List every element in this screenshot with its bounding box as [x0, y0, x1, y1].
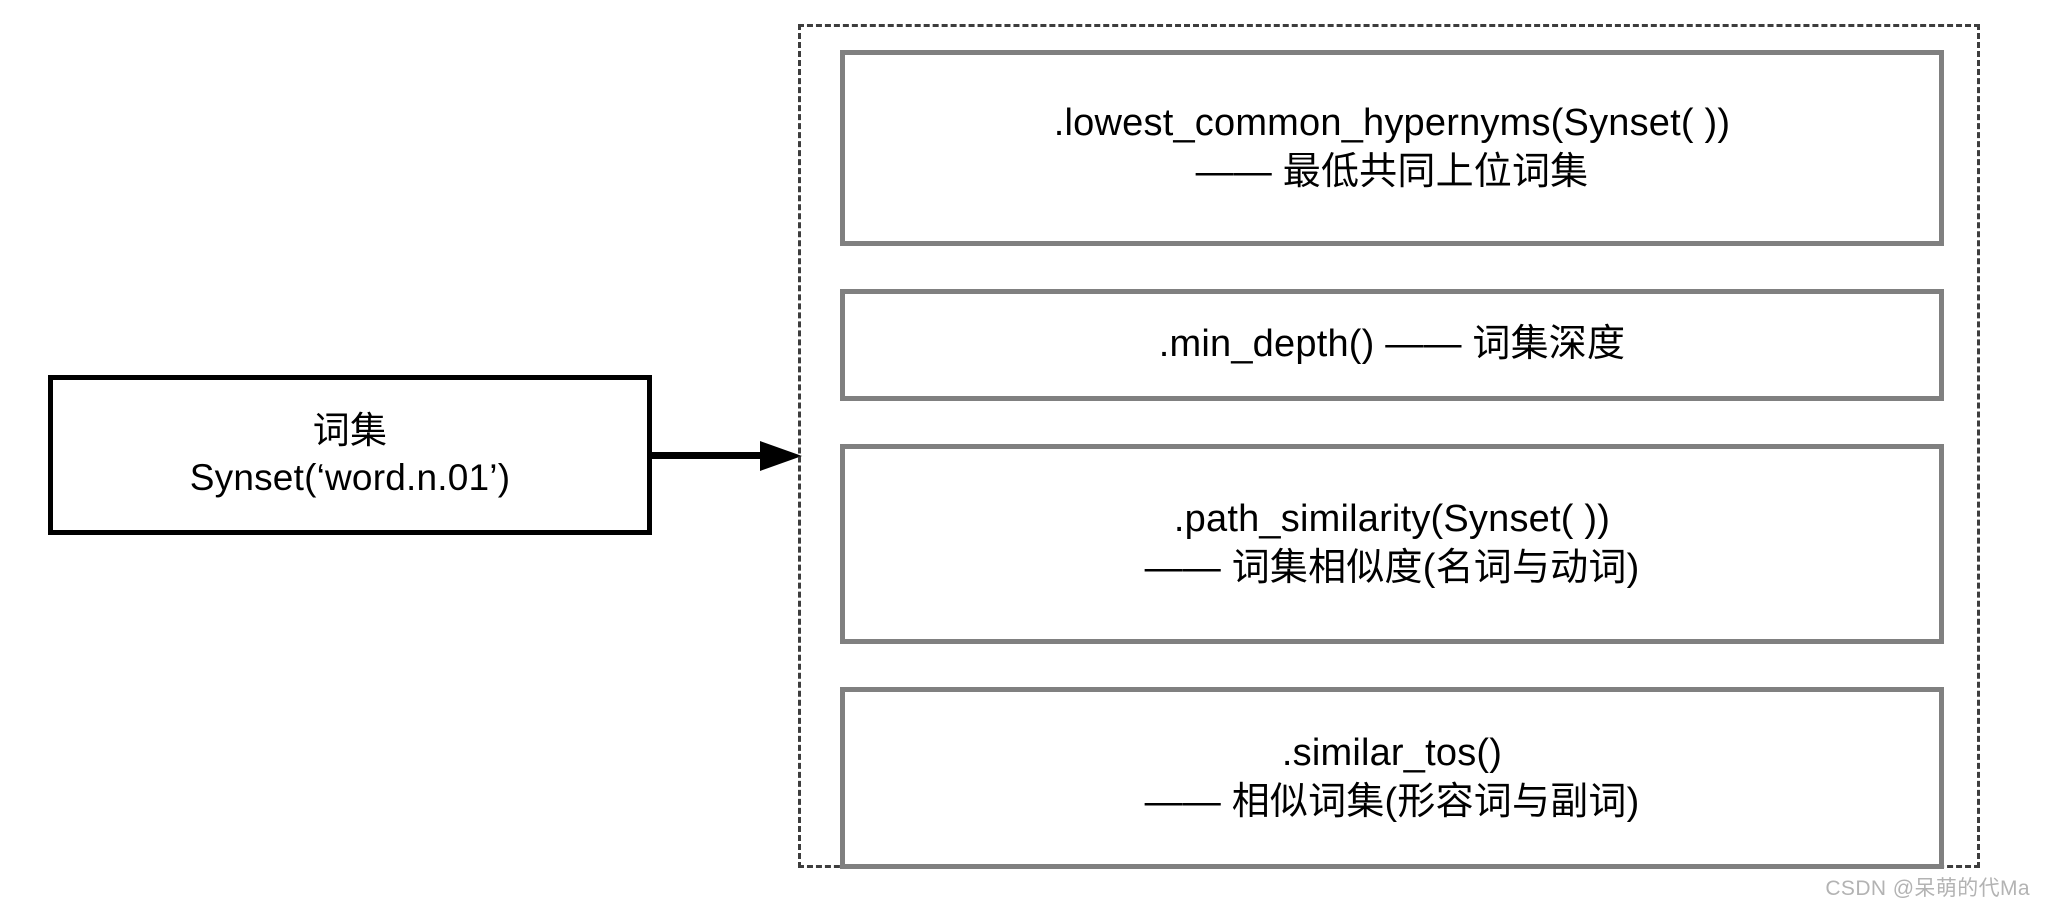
method-box-similar-tos: .similar_tos() —— 相似词集(形容词与副词)	[840, 687, 1944, 869]
method-signature: .min_depth() —— 词集深度	[1158, 323, 1626, 366]
method-box-min-depth: .min_depth() —— 词集深度	[840, 289, 1944, 401]
method-signature: .similar_tos()	[1281, 731, 1503, 774]
method-box-path-similarity: .path_similarity(Synset( )) —— 词集相似度(名词与…	[840, 444, 1944, 644]
watermark-text: CSDN @呆萌的代Ma	[1825, 877, 2030, 900]
source-node-title: 词集	[312, 410, 388, 452]
arrow-right-icon	[652, 441, 804, 471]
method-description: —— 相似词集(形容词与副词)	[1144, 781, 1640, 823]
source-node-code: Synset(‘word.n.01’)	[189, 457, 511, 498]
method-description: —— 最低共同上位词集	[1195, 151, 1589, 193]
arrow-shaft	[652, 452, 764, 459]
method-signature: .lowest_common_hypernyms(Synset( ))	[1053, 101, 1731, 144]
method-box-lowest-common-hypernyms: .lowest_common_hypernyms(Synset( )) —— 最…	[840, 50, 1944, 246]
method-signature: .path_similarity(Synset( ))	[1173, 497, 1611, 540]
arrow-head	[760, 441, 802, 471]
methods-group-container: .lowest_common_hypernyms(Synset( )) —— 最…	[798, 24, 1980, 869]
source-node-synset: 词集 Synset(‘word.n.01’)	[48, 375, 652, 535]
method-description: —— 词集相似度(名词与动词)	[1144, 547, 1640, 589]
